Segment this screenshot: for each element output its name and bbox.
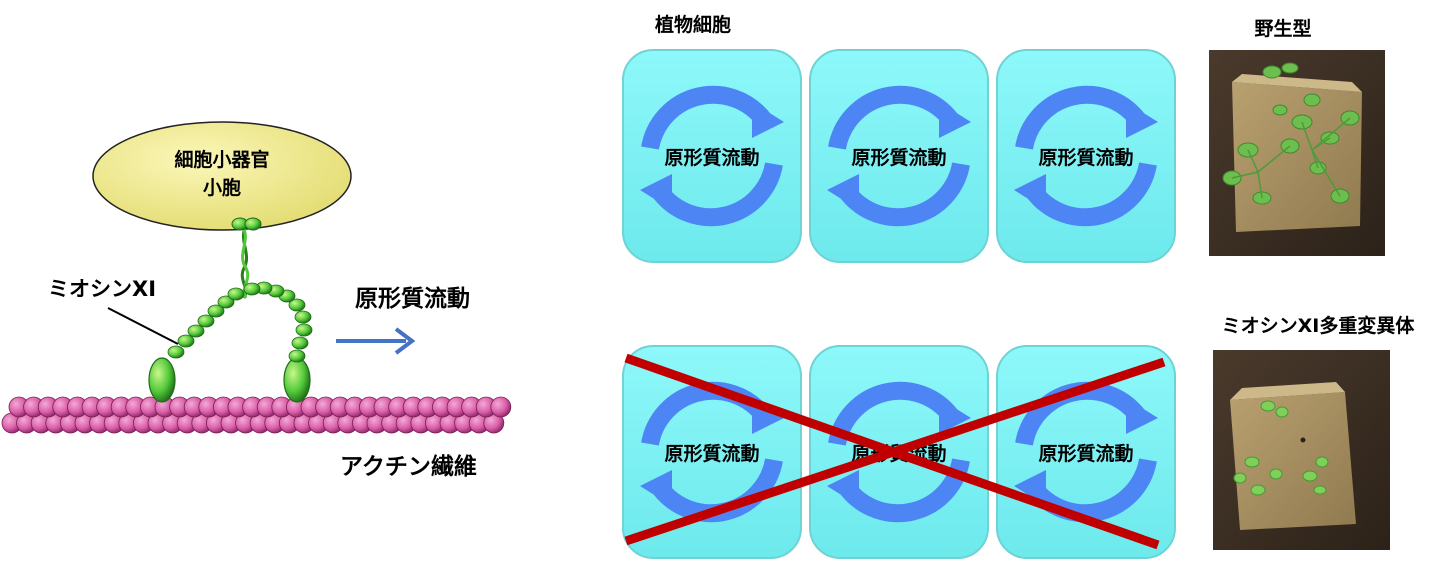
cells-top-row: 原形質流動 原形質流動 原形質流動 xyxy=(622,49,1176,263)
myosin-xi-molecule xyxy=(148,217,313,403)
streaming-cycle-icon xyxy=(640,85,784,227)
cell-streaming-label: 原形質流動 xyxy=(1038,146,1133,169)
plant-cell-heading: 植物細胞 xyxy=(655,13,731,36)
plant-cell-top-1: 原形質流動 xyxy=(622,49,802,263)
actin-filament xyxy=(1,396,512,434)
plant-cell-top-2: 原形質流動 xyxy=(809,49,989,263)
myosin-xi-label: ミオシンXI xyxy=(48,277,156,301)
streaming-cycle-icon xyxy=(827,381,971,523)
wild-type-photo xyxy=(1209,50,1385,256)
streaming-cycle-icon xyxy=(827,85,971,227)
plant-cell-bottom-3: 原形質流動 xyxy=(996,345,1176,559)
cell-streaming-label: 原形質流動 xyxy=(664,442,759,465)
organelle-label-line1: 細胞小器官 xyxy=(174,148,269,171)
mechanism-diagram: 細胞小器官 小胞 ミオシンXI 原形質流動 アクチン繊維 xyxy=(1,121,512,480)
organelle-label-line2: 小胞 xyxy=(203,176,241,199)
streaming-cycle-icon xyxy=(1014,85,1158,227)
actin-filament-label: アクチン繊維 xyxy=(340,453,477,480)
cross-out-mark xyxy=(624,353,1166,550)
organelle-vesicle: 細胞小器官 小胞 xyxy=(92,121,352,231)
cell-streaming-label: 原形質流動 xyxy=(851,146,946,169)
cell-streaming-label: 原形質流動 xyxy=(1038,442,1133,465)
cell-streaming-label: 原形質流動 xyxy=(664,146,759,169)
plant-cell-bottom-1: 原形質流動 xyxy=(622,345,802,559)
wild-type-label: 野生型 xyxy=(1254,17,1311,40)
mutant-photo xyxy=(1213,350,1390,550)
streaming-label: 原形質流動 xyxy=(355,285,470,312)
plant-cell-top-3: 原形質流動 xyxy=(996,49,1176,263)
myosin-leader-line xyxy=(107,307,179,345)
direction-arrow-icon xyxy=(336,327,416,355)
mutant-label: ミオシンXI多重変異体 xyxy=(1222,314,1416,337)
